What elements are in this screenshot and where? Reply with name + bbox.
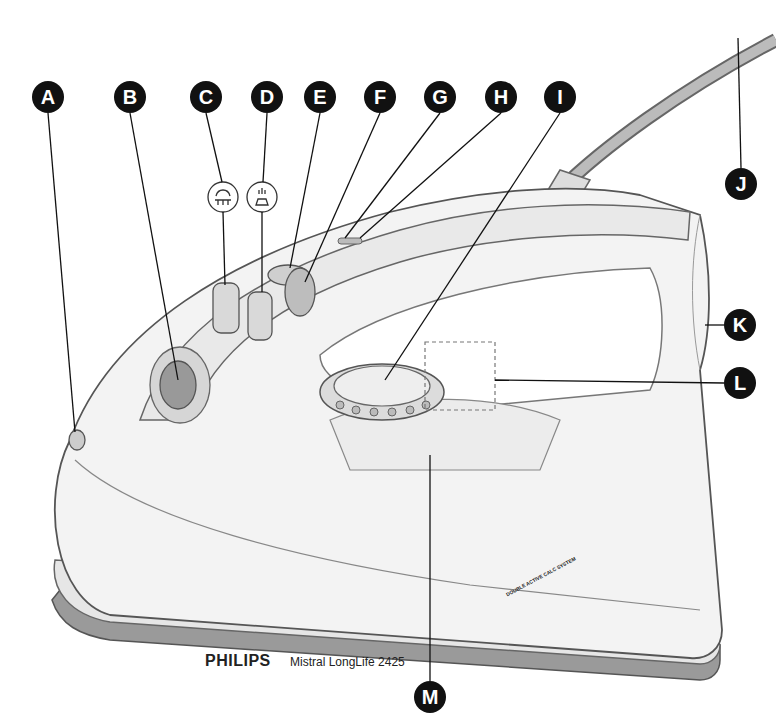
- callout-letter: D: [251, 81, 283, 113]
- thermostat-dial-shape: [370, 408, 378, 416]
- leader-lines-shape: [360, 113, 501, 238]
- model-name: Mistral LongLife 2425: [290, 655, 405, 669]
- leader-lines-shape: [705, 324, 724, 325]
- thermostat-dial-shape: [406, 406, 414, 414]
- thermostat-dial-shape: [352, 406, 360, 414]
- control-buttons-shape: [150, 347, 210, 423]
- leader-lines-shape: [345, 113, 440, 238]
- handle: [140, 205, 690, 470]
- callout-letter: A: [32, 81, 64, 113]
- callout-letter: C: [190, 81, 222, 113]
- callout-letter: J: [725, 168, 757, 200]
- control-buttons-shape: [69, 430, 85, 450]
- function-icons: [208, 182, 277, 212]
- leader-lines-shape: [263, 113, 267, 182]
- control-buttons-shape: [285, 268, 315, 316]
- leader-lines-shape: [48, 113, 75, 432]
- callout-letter: M: [414, 681, 446, 713]
- handle-shape: [140, 205, 690, 420]
- control-buttons: [69, 238, 362, 450]
- function-icons-shape: [247, 182, 277, 212]
- callout-letter: E: [304, 81, 336, 113]
- function-icons-shape: [256, 188, 268, 205]
- water-tank-outline-shape: [425, 342, 495, 410]
- callout-letter: L: [724, 367, 756, 399]
- callout-letter: K: [724, 309, 756, 341]
- leader-lines-shape: [206, 113, 222, 182]
- leader-lines-shape: [495, 380, 724, 383]
- control-buttons-shape: [338, 238, 362, 244]
- leader-lines-shape: [385, 113, 560, 380]
- thermostat-dial-shape: [388, 408, 396, 416]
- iron-body: [55, 189, 722, 658]
- leader-lines-shape: [290, 113, 320, 268]
- leader-lines-shape: [738, 38, 741, 168]
- callout-letter: B: [114, 81, 146, 113]
- thermostat-dial-shape: [334, 366, 430, 406]
- leader-lines-shape: [429, 455, 430, 681]
- function-icons-shape: [215, 190, 231, 205]
- iron-body-shape: [75, 460, 700, 610]
- function-icons-shape: [208, 182, 238, 212]
- thermostat-dial-shape: [422, 401, 430, 409]
- callout-letter: H: [485, 81, 517, 113]
- water-tank-outline: [425, 342, 495, 410]
- leader-lines-shape: [305, 113, 380, 282]
- callout-letter: F: [364, 81, 396, 113]
- handle-shape: [320, 268, 662, 410]
- iron-body-shape: [55, 189, 722, 658]
- leader-lines-shape: [261, 212, 262, 292]
- leader-lines: [48, 38, 741, 681]
- leader-lines-shape: [130, 113, 178, 380]
- thermostat-dial-shape: [336, 401, 344, 409]
- control-buttons-shape: [213, 283, 239, 333]
- brand-name: PHILIPS: [205, 652, 271, 670]
- leader-lines-shape: [223, 212, 225, 285]
- callout-letter: G: [424, 81, 456, 113]
- control-buttons-shape: [248, 292, 272, 340]
- callout-letter: I: [544, 81, 576, 113]
- power-cord: [545, 40, 776, 205]
- control-buttons-shape: [160, 361, 196, 409]
- iron-body-shape: [693, 215, 701, 370]
